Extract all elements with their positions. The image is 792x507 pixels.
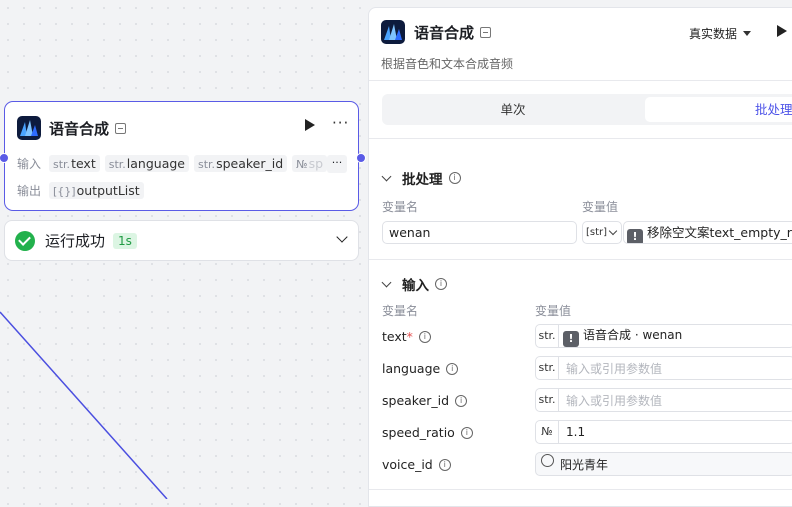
divider <box>369 259 792 260</box>
input-col-name: 变量名 <box>382 304 419 318</box>
tts-logo-icon <box>381 20 405 44</box>
chevron-down-icon <box>381 171 392 182</box>
node-test-panel: 语音合成 真实数据 根据音色和文本合成音频 单次 批处理 批处理 i 变量名 变… <box>368 7 792 507</box>
success-check-icon <box>15 230 35 251</box>
panel-sub-icon <box>480 26 492 38</box>
node-run-icon[interactable] <box>305 119 315 131</box>
param-value-text[interactable]: str.!语音合成 · wenan <box>535 324 792 348</box>
node-more-icon[interactable]: ··· <box>332 114 350 132</box>
chevron-down-icon[interactable] <box>336 231 348 243</box>
panel-header: 语音合成 <box>381 20 492 44</box>
tab-batch[interactable]: 批处理 <box>645 97 792 122</box>
input-tag-faded: №sp <box>292 155 328 172</box>
chevron-down-icon <box>381 277 392 288</box>
param-value-language[interactable]: str.输入或引用参数值 <box>535 356 792 380</box>
param-value-speaker-id[interactable]: str.输入或引用参数值 <box>535 388 792 412</box>
input-section-header[interactable]: 输入 i <box>381 274 447 294</box>
node-sub-icon <box>115 122 127 134</box>
node-title: 语音合成 <box>49 119 110 138</box>
output-tag-outputlist: [{}]outputList <box>49 182 144 199</box>
input-title: 输入 <box>402 278 429 294</box>
param-name-text: text*i <box>382 329 431 344</box>
node-outputs-row: 输出 [{}]outputList <box>17 182 149 199</box>
reference-icon: ! <box>627 229 643 243</box>
reference-icon: ! <box>563 330 579 347</box>
batch-var-name-input[interactable]: wenan <box>382 221 577 244</box>
inputs-label: 输入 <box>17 157 42 171</box>
divider <box>369 489 792 490</box>
batch-ref-value[interactable]: !移除空文案text_empty_re <box>623 221 792 244</box>
info-icon: i <box>435 278 447 290</box>
run-status-bar[interactable]: 运行成功 1s <box>4 220 359 261</box>
info-icon: i <box>448 172 461 184</box>
node-inputs-row: 输入 str.text str.language str.speaker_id … <box>17 155 332 172</box>
outputs-label: 输出 <box>17 184 42 198</box>
inputs-overflow-button[interactable]: ··· <box>327 155 347 173</box>
mode-tabs: 单次 批处理 <box>382 94 792 125</box>
node-header: 语音合成 <box>17 114 127 142</box>
batch-col-value: 变量值 <box>582 200 619 214</box>
batch-type-select[interactable]: [str] <box>582 221 622 244</box>
input-tag-speaker-id: str.speaker_id <box>194 155 288 172</box>
tts-logo-icon <box>17 116 41 140</box>
batch-title: 批处理 <box>402 172 443 188</box>
input-tag-text: str.text <box>49 155 100 172</box>
voice-icon <box>540 454 554 467</box>
input-col-value: 变量值 <box>535 304 572 318</box>
panel-title: 语音合成 <box>414 23 475 42</box>
status-text: 运行成功 <box>45 232 106 250</box>
tab-single[interactable]: 单次 <box>500 102 526 117</box>
tts-node-card[interactable]: 语音合成 ··· 输入 str.text str.language str.sp… <box>4 101 359 211</box>
data-mode-dropdown[interactable]: 真实数据 <box>689 25 751 42</box>
batch-col-name: 变量名 <box>382 200 419 214</box>
input-port[interactable] <box>0 153 9 163</box>
divider <box>369 80 792 81</box>
panel-description: 根据音色和文本合成音频 <box>381 57 514 71</box>
divider <box>369 138 792 139</box>
output-port[interactable] <box>356 153 366 163</box>
run-time-badge: 1s <box>113 232 137 249</box>
input-tag-language: str.language <box>104 155 189 172</box>
batch-section-header[interactable]: 批处理 i <box>381 168 461 188</box>
param-value-voice-id[interactable]: 阳光青年 <box>535 452 792 476</box>
panel-run-icon[interactable] <box>777 25 787 37</box>
